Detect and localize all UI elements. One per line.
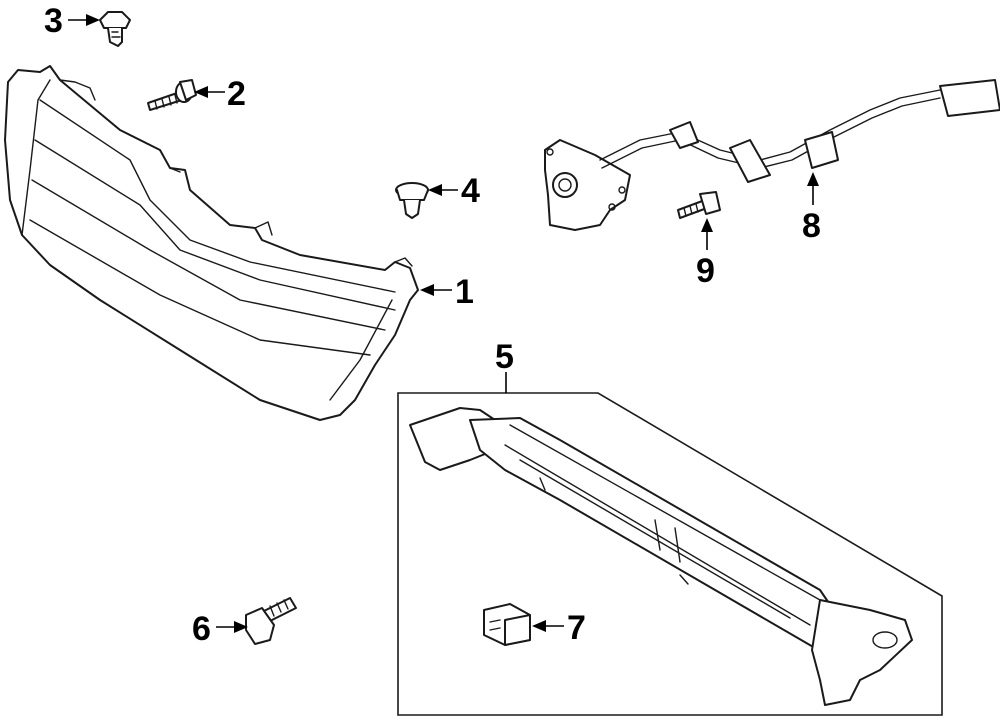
callout-4: 4	[461, 172, 480, 210]
assembly-box-part-5	[397, 392, 943, 716]
callout-2: 2	[227, 75, 246, 113]
callout-7: 7	[567, 609, 586, 647]
callout-5: 5	[495, 338, 514, 376]
pin-part-4[interactable]	[395, 182, 429, 219]
screw-part-9[interactable]	[677, 191, 721, 219]
callout-6: 6	[192, 610, 211, 648]
connector-part-7[interactable]	[483, 603, 531, 646]
grille-part-1[interactable]	[4, 65, 419, 421]
harness-part-8[interactable]	[544, 79, 1000, 231]
screw-part-2[interactable]	[147, 79, 197, 111]
callout-1: 1	[455, 273, 474, 311]
callout-8: 8	[802, 207, 821, 245]
bolt-part-6[interactable]	[245, 597, 297, 645]
callout-leaders	[68, 14, 819, 633]
callout-9: 9	[696, 252, 715, 290]
clip-part-3[interactable]	[99, 11, 131, 47]
callout-3: 3	[44, 2, 63, 40]
shutter-assembly-part-5[interactable]	[409, 407, 913, 706]
